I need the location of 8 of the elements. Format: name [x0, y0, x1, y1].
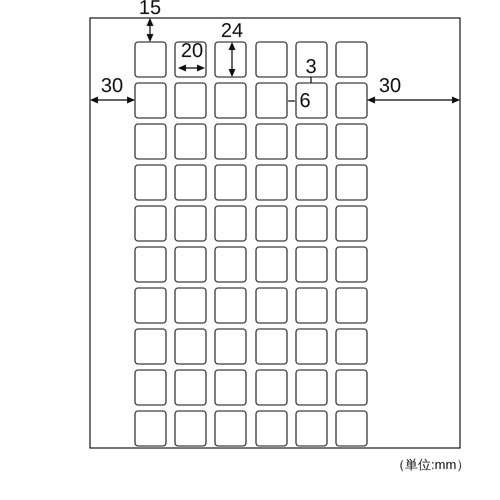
- dimension-value: 3: [305, 57, 317, 77]
- dimension-value: 30: [100, 76, 124, 96]
- dimension-value: 24: [220, 21, 244, 41]
- dimension-value: 15: [138, 0, 162, 18]
- unit-note: （単位:mm）: [392, 456, 470, 474]
- dimension-value: 20: [180, 41, 204, 61]
- dimension-value: 30: [378, 76, 402, 96]
- dimension-value: 6: [299, 91, 311, 111]
